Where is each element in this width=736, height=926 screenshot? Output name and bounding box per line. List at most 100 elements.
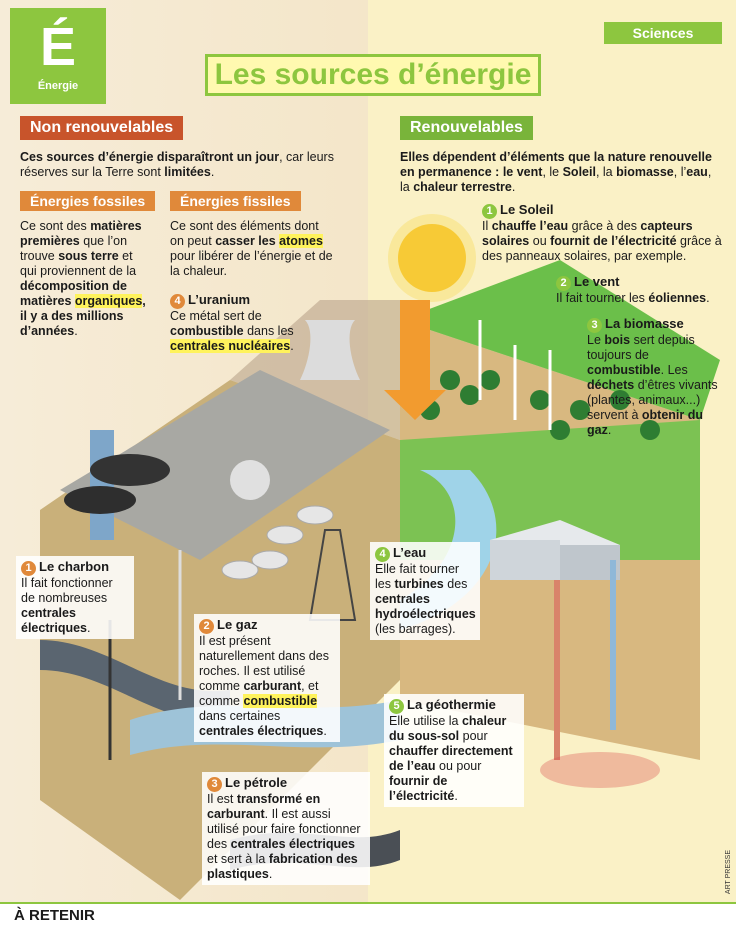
renewable-header: Renouvelables (400, 116, 533, 140)
page-title: Les sources d’énergie (205, 54, 541, 96)
geothermie-t2: pour (459, 729, 488, 743)
biomasse-b4: obtenir du gaz (587, 408, 703, 437)
category-tag: É Énergie (10, 8, 106, 104)
fossil-header: Énergies fossiles (20, 191, 156, 211)
eau-title: L’eau (393, 545, 427, 560)
petrole-t4: . (268, 867, 273, 881)
fissile-t1: Ce sont des éléments dont on peut (170, 219, 319, 248)
renewable-intro: Elles dépendent d’éléments que la nature… (400, 150, 720, 195)
gaz-b1: carburant (243, 679, 302, 693)
petrole-number: 3 (207, 777, 222, 792)
gaz-b2: centrales électriques (199, 724, 324, 738)
biomasse-b3: déchets (587, 378, 635, 392)
biomasse-number: 3 (587, 318, 602, 333)
vent-b1: éoliennes (648, 291, 707, 305)
fossil-t2: que l’on trouve (20, 234, 128, 263)
gaz-number: 2 (199, 619, 214, 634)
tag-letter: É (39, 17, 77, 77)
gaz-t2: , et comme (199, 679, 319, 708)
renew-intro-c4: , la (400, 165, 712, 194)
non-renewable-intro-end: limitées (164, 165, 211, 179)
vent-t2: . (706, 291, 710, 305)
vent-t1: Il fait tourner les (556, 291, 649, 305)
biomasse-b1: bois (604, 333, 631, 347)
biomasse-b2: combustible (587, 363, 661, 377)
uranium-title: L’uranium (188, 292, 251, 307)
renew-intro-c1: , le (542, 165, 563, 179)
fossil-b2: sous terre (58, 249, 119, 263)
eau-t1: Elle fait tourner les (375, 562, 460, 591)
fossil-t3: et qui proviennent de la (20, 249, 137, 278)
eau-number: 4 (375, 547, 390, 562)
biomasse-t2: sert depuis toujours de (587, 333, 695, 362)
gaz-t3: dans certaines (199, 709, 281, 723)
renew-intro-end: . (511, 180, 516, 194)
biomasse-t3: . Les (660, 363, 688, 377)
uranium-b1: combustible (170, 324, 244, 338)
eau-b2: centrales hydroélectriques (375, 592, 476, 621)
renew-intro-b4: eau (686, 165, 708, 179)
geothermie-b2: chauffer directement de l’eau (389, 744, 513, 773)
petrole-t2: . Il est aussi utilisé pour faire foncti… (207, 807, 361, 851)
gaz-t4: . (323, 724, 327, 738)
non-renewable-intro: Ces sources d’énergie disparaîtront un j… (20, 150, 334, 179)
footer-bar: À RETENIR (0, 902, 736, 926)
uranium-t3: . (290, 339, 294, 353)
uranium-t1: Ce métal sert de (170, 309, 262, 323)
non-renewable-header: Non renouvelables (20, 116, 184, 140)
geothermie-b3: fournir de l’électricité (389, 774, 455, 803)
petrole-b3: fabrication des plastiques (207, 852, 358, 881)
soleil-t4: grâce à des panneaux solaires, par exemp… (482, 234, 722, 263)
eau-t3: (les barrages). (375, 622, 456, 636)
geothermie-b1: chaleur du sous-sol (389, 714, 507, 743)
fossil-text: Ce sont des matières premières que l’on … (20, 219, 150, 339)
sciences-badge: Sciences (604, 22, 722, 44)
fissile-b1: casser les (215, 234, 276, 248)
soleil-b2: capteurs solaires (482, 219, 693, 248)
gaz-title: Le gaz (217, 617, 258, 632)
petrole-b1: transformé en carburant (207, 792, 321, 821)
charbon-b1: centrales électriques (21, 606, 88, 635)
soleil-b1: chauffe l’eau (491, 219, 569, 233)
uranium-t2: dans les (243, 324, 294, 338)
renew-intro-b3: biomasse (616, 165, 674, 179)
renew-intro-b2: Soleil (562, 165, 596, 179)
biomasse-title: La biomasse (605, 316, 684, 331)
petrole-t1: Il est (207, 792, 237, 806)
geothermie-number: 5 (389, 699, 404, 714)
non-renewable-intro-bold: Ces sources d’énergie disparaîtront un j… (20, 150, 280, 164)
uranium-number: 4 (170, 294, 185, 309)
renew-intro-c3: , l’ (673, 165, 687, 179)
tag-label: Énergie (37, 80, 79, 92)
fissile-hl1: atomes (279, 234, 323, 248)
geothermie-t1: Elle utilise la (389, 714, 462, 728)
fossil-b4: , il y a des millions d’années (20, 294, 146, 338)
retenir-label: À RETENIR (14, 907, 95, 924)
charbon-t2: . (87, 621, 91, 635)
charbon-title: Le charbon (39, 559, 110, 574)
biomasse-t1: Le (587, 333, 605, 347)
fossil-t4: . (74, 324, 78, 338)
eau-t2: des (443, 577, 468, 591)
fissile-text: Ce sont des éléments dont on peut casser… (170, 219, 335, 279)
renew-intro-c2: , la (595, 165, 617, 179)
gaz-hl1: combustible (243, 694, 318, 708)
soleil-b3: fournit de l’électricité (550, 234, 677, 248)
soleil-title: Le Soleil (500, 202, 554, 217)
charbon-t1: Il fait fonctionner de nombreuses (21, 576, 113, 605)
biomasse-t4: d’êtres vivants (plantes, animaux...) se… (587, 378, 718, 422)
vent-title: Le vent (574, 274, 620, 289)
geothermie-title: La géothermie (407, 697, 496, 712)
soleil-number: 1 (482, 204, 497, 219)
charbon-number: 1 (21, 561, 36, 576)
petrole-title: Le pétrole (225, 775, 288, 790)
petrole-b2: centrales électriques (230, 837, 356, 851)
